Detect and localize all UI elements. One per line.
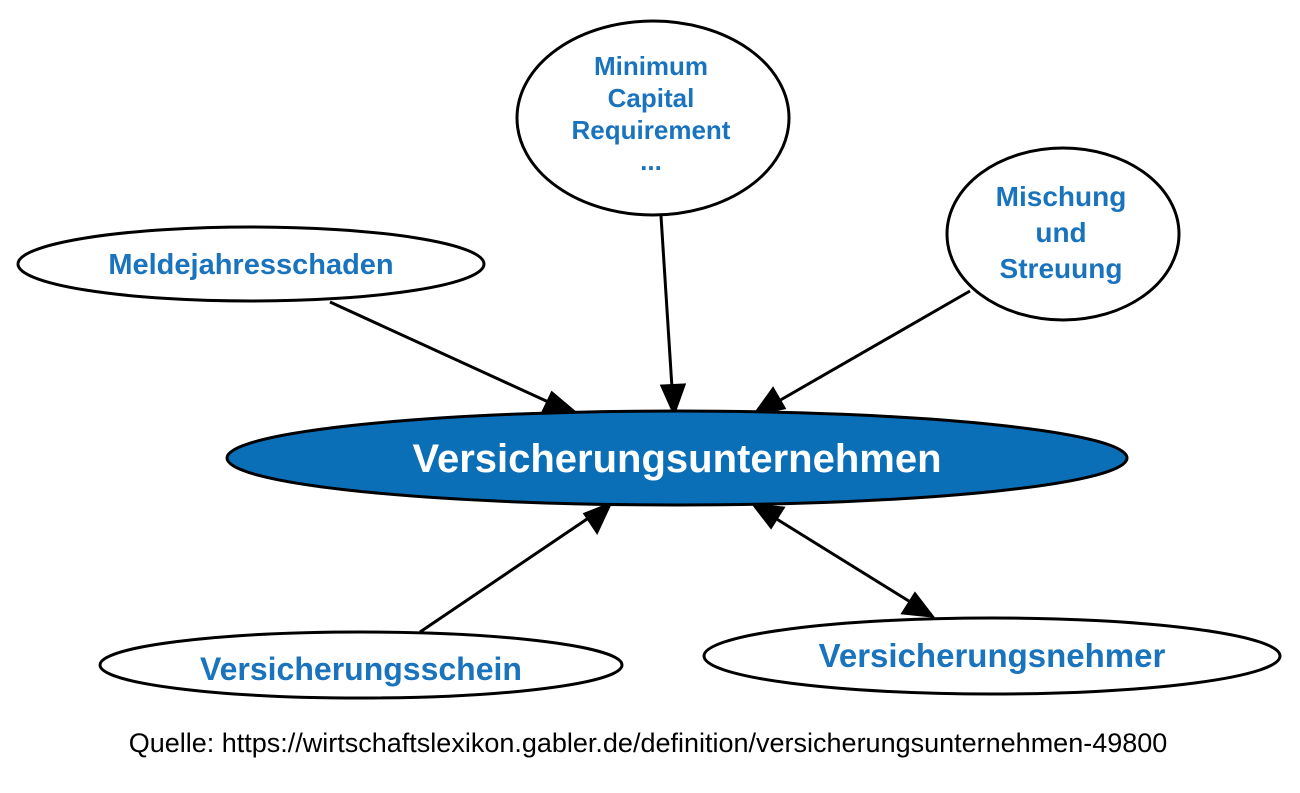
center-node-label: Versicherungsunternehmen: [412, 437, 941, 481]
node-label-line-2: und: [1035, 217, 1086, 248]
node-shape: [98, 630, 624, 700]
arrowhead-versicherungsschein: [582, 501, 613, 536]
node-label-line-3: Streuung: [1000, 253, 1123, 284]
edge-mischung-to-center: [776, 289, 971, 404]
node-label-line-1: Minimum: [594, 51, 708, 81]
node-label-line-3: Requirement: [572, 115, 731, 145]
node-label: Meldejahresschaden: [108, 249, 393, 281]
node-label-line-4: ...: [640, 146, 662, 176]
arrowhead-minimum-capital: [659, 383, 687, 418]
arrowhead-center-end: [750, 503, 786, 530]
node-label: Versicherungsschein: [200, 651, 522, 687]
node-label-line-2: Capital: [608, 83, 695, 113]
node-shape: [945, 146, 1181, 322]
edges: [329, 215, 971, 634]
node-mischung-und-streuung[interactable]: Mischung und Streuung: [945, 146, 1181, 322]
node-meldejahresschaden[interactable]: Meldejahresschaden: [16, 225, 486, 303]
node-shape: [702, 616, 1282, 696]
node-versicherungsnehmer[interactable]: Versicherungsnehmer: [702, 616, 1282, 696]
arrowhead-versicherungsnehmer: [900, 591, 936, 618]
center-node-shape: [225, 409, 1129, 507]
node-minimum-capital-requirement[interactable]: Minimum Capital Requirement ...: [515, 19, 791, 217]
node-shape: [16, 225, 486, 303]
edge-meldejahresschaden-to-center: [329, 300, 556, 407]
node-versicherungsschein[interactable]: Versicherungsschein: [98, 630, 624, 700]
edge-center-to-versicherungsnehmer: [774, 516, 913, 605]
center-node[interactable]: Versicherungsunternehmen: [225, 409, 1129, 507]
edge-versicherungsschein-to-center: [419, 515, 591, 634]
node-label: Versicherungsnehmer: [819, 637, 1166, 674]
edge-minimum-capital-to-center: [659, 215, 674, 389]
node-shape: [515, 19, 791, 217]
node-label-line-1: Mischung: [996, 181, 1127, 212]
source-citation: Quelle: https://wirtschaftslexikon.gable…: [129, 728, 1168, 758]
